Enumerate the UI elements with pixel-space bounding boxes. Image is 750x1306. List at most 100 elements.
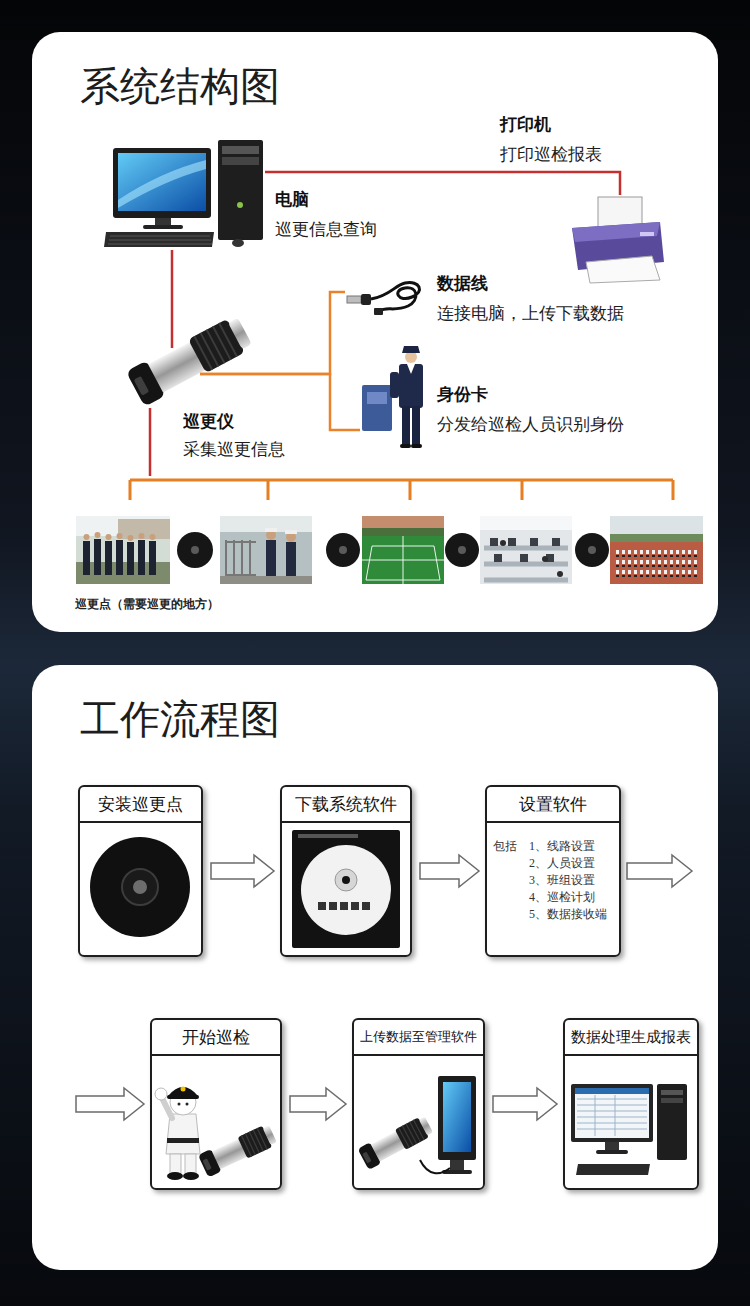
checkpoint-photo bbox=[226, 540, 256, 578]
computer-illustration bbox=[232, 239, 244, 247]
checkpoint-group: 巡更点（需要巡更的地方） bbox=[74, 476, 706, 616]
computer-illustration bbox=[218, 140, 263, 240]
computer-illustration bbox=[108, 236, 212, 244]
component-note: 采集巡更信息 bbox=[183, 438, 285, 460]
wire-connector bbox=[265, 172, 620, 195]
component-name: 电脑 bbox=[275, 188, 309, 210]
checkpoint-photo bbox=[286, 542, 296, 576]
step-title: 下载系统软件 bbox=[282, 787, 410, 823]
patrol-device bbox=[358, 1114, 435, 1170]
checkpoint-photo bbox=[220, 516, 312, 584]
computer-component: 电脑巡更信息查询 bbox=[103, 138, 265, 250]
component-name: 数据线 bbox=[437, 272, 488, 294]
computer-illustration bbox=[118, 153, 206, 211]
checkpoint-photo bbox=[150, 534, 156, 540]
checkpoint-bus bbox=[130, 480, 673, 500]
software-disc-illustration bbox=[342, 876, 350, 884]
list-item: 1、线路设置 bbox=[529, 839, 595, 854]
computer-illustration bbox=[113, 148, 211, 218]
checkpoint-tag-hole bbox=[191, 546, 596, 554]
checkpoint-photo bbox=[220, 516, 312, 532]
checkpoint-photo bbox=[266, 540, 276, 576]
police-figure-illustration bbox=[181, 1087, 186, 1092]
police-figure-illustration bbox=[168, 1087, 198, 1096]
checkpoint-photo bbox=[265, 528, 277, 532]
checkpoint-tag-hole bbox=[458, 546, 466, 554]
checkpoint-photo bbox=[610, 516, 703, 584]
checkpoint-photo bbox=[480, 516, 572, 584]
wire-connector bbox=[171, 250, 174, 348]
checkpoint-photo bbox=[500, 540, 506, 546]
software-disc-illustration bbox=[301, 845, 391, 935]
computer-illustration bbox=[237, 202, 243, 208]
cable-illustration bbox=[347, 296, 361, 303]
list-item: 5、数据接收端 bbox=[529, 907, 607, 922]
section-title: 系统结构图 bbox=[80, 62, 280, 110]
flow-arrow bbox=[290, 1088, 346, 1120]
checkpoint-tag-hole bbox=[588, 546, 596, 554]
police-figure-illustration bbox=[155, 1088, 167, 1100]
checkpoint-photo bbox=[480, 516, 572, 530]
component-note: 分发给巡检人员识别身份 bbox=[437, 413, 624, 435]
checkpoint-photo bbox=[500, 540, 563, 577]
list-item: 2、人员设置 bbox=[529, 856, 595, 871]
guard-with-card-illustration bbox=[407, 364, 415, 374]
checkpoint-photo bbox=[106, 534, 112, 540]
step-title: 数据处理生成报表 bbox=[565, 1020, 697, 1056]
monitor-illustration bbox=[420, 1160, 450, 1173]
component-name: 巡更仪 bbox=[183, 410, 234, 432]
section-panel: 工作流程图安装巡更点下载系统软件设置软件包括1、线路设置2、人员设置3、班组设置… bbox=[32, 665, 718, 1270]
flow-connector bbox=[290, 1088, 346, 1120]
computer-illustration bbox=[118, 160, 206, 208]
flow-connector bbox=[420, 855, 479, 887]
guard-with-card-illustration bbox=[362, 385, 392, 431]
process-box: 数据处理生成报表 bbox=[563, 1018, 699, 1190]
tag-illustration bbox=[90, 837, 190, 937]
checkpoint-tag bbox=[177, 532, 213, 568]
flow-connector bbox=[211, 855, 274, 887]
police-figure-illustration bbox=[155, 1087, 200, 1181]
printer-component: 打印机打印巡检报表 bbox=[570, 195, 665, 283]
checkpoint-photo bbox=[480, 516, 572, 584]
process-box: 上传数据至管理软件 bbox=[352, 1018, 485, 1190]
list-item: 4、巡检计划 bbox=[529, 890, 595, 905]
step-title: 开始巡检 bbox=[152, 1020, 280, 1056]
monitor-illustration bbox=[450, 1160, 464, 1170]
cable-component: 数据线连接电脑，上传下载数据 bbox=[345, 270, 425, 320]
checkpoint-photo bbox=[117, 533, 123, 539]
computer-illustration bbox=[222, 157, 259, 165]
checkpoint-photo bbox=[484, 548, 568, 580]
computer-illustration bbox=[571, 1084, 653, 1142]
process-box: 设置软件包括1、线路设置2、人员设置3、班组设置4、巡检计划5、数据接收端 bbox=[485, 785, 621, 957]
checkpoint-photo bbox=[542, 556, 548, 562]
guard-with-card-illustration bbox=[402, 346, 420, 353]
checkpoint-bus bbox=[130, 480, 673, 500]
checkpoint-photo bbox=[362, 536, 444, 584]
tag-illustration bbox=[90, 837, 190, 937]
checkpoint-photo bbox=[362, 516, 444, 584]
computer-illustration bbox=[577, 1095, 647, 1136]
checkpoint-photo bbox=[362, 516, 444, 528]
computer-illustration bbox=[657, 1084, 687, 1160]
patrol-device bbox=[126, 313, 254, 407]
computer-illustration bbox=[222, 146, 259, 154]
component-name: 身份卡 bbox=[437, 383, 488, 405]
guard-with-card-illustration bbox=[367, 392, 387, 404]
component-note: 连接电脑，上传下载数据 bbox=[437, 302, 624, 324]
process-box: 安装巡更点 bbox=[78, 785, 203, 957]
flow-arrow bbox=[627, 855, 692, 887]
checkpoint-tag bbox=[177, 532, 609, 568]
checkpoint-photo bbox=[490, 538, 560, 562]
wire-connector bbox=[200, 292, 345, 374]
checkpoint-photo bbox=[76, 516, 170, 584]
checkpoint-tag bbox=[326, 533, 360, 567]
flow-connector bbox=[76, 855, 692, 1120]
software-disc-illustration bbox=[292, 830, 400, 948]
police-figure-illustration bbox=[167, 1095, 199, 1099]
list-lead: 包括 bbox=[493, 839, 517, 854]
tag-illustration bbox=[133, 880, 147, 894]
printer-illustration bbox=[586, 256, 660, 283]
checkpoint-tag bbox=[575, 533, 609, 567]
computer-illustration bbox=[155, 218, 171, 226]
step-title: 设置软件 bbox=[487, 787, 619, 823]
